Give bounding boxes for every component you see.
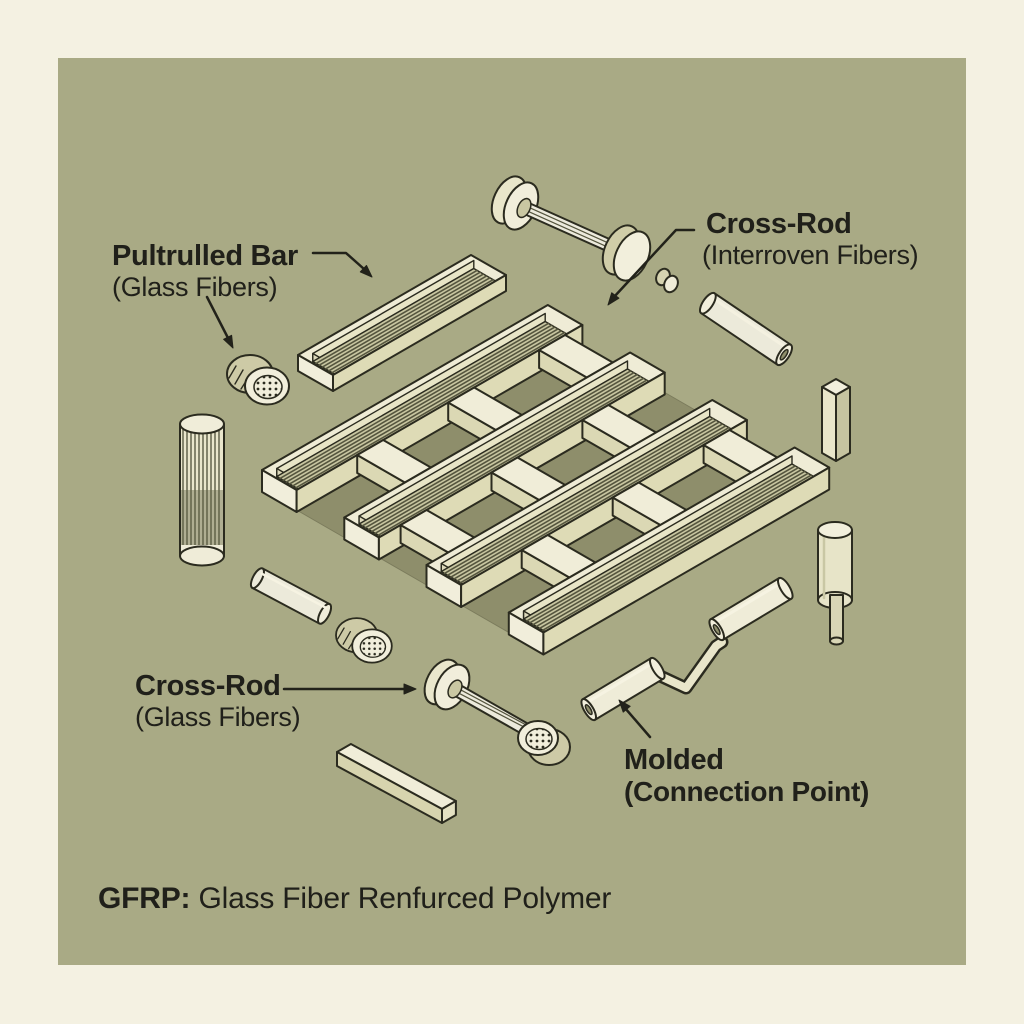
small-rod	[249, 567, 333, 625]
label-cross-rod-top: Cross-Rod (Interroven Fibers)	[702, 208, 919, 271]
fiber-disc-1	[226, 354, 290, 406]
label-molded: Molded (Connection Point)	[624, 744, 869, 808]
leader-arrow-pultruded-2	[205, 295, 234, 349]
label-cross-rod-bottom: Cross-Rod (Glass Fibers)	[135, 670, 301, 733]
fiber-disc-2	[335, 617, 393, 664]
pultruded-bar-standalone	[297, 254, 507, 392]
hollow-tube	[698, 291, 794, 367]
label-pultruded-bar-subtitle: (Glass Fibers)	[112, 272, 278, 303]
fiber-pellet	[655, 267, 679, 294]
label-cross-rod-top-title: Cross-Rod	[706, 208, 852, 240]
label-cross-rod-bottom-title: Cross-Rod	[135, 670, 281, 702]
label-cross-rod-top-subtitle: (Interroven Fibers)	[702, 240, 919, 271]
striped-fiber-cylinder	[179, 413, 225, 567]
label-molded-subtitle: (Connection Point)	[624, 776, 870, 808]
square-stud-vertical	[821, 378, 851, 462]
caption: GFRP: Glass Fiber Renfurced Polymer	[98, 882, 611, 916]
label-cross-rod-bottom-subtitle: (Glass Fibers)	[135, 702, 301, 733]
caption-abbr: GFRP:	[98, 882, 191, 915]
pin-cylinder	[817, 521, 853, 646]
molded-connector	[580, 576, 794, 722]
cross-rod-bottom-dumbbell	[423, 658, 571, 766]
cross-rod-top-dumbbell	[490, 175, 652, 282]
leader-arrow-pultruded	[311, 251, 373, 278]
leader-arrow-crossrod-bottom	[282, 683, 417, 695]
caption-text: Glass Fiber Renfurced Polymer	[190, 882, 612, 915]
square-bar-bottom	[336, 743, 457, 824]
leader-arrow-molded	[618, 699, 652, 739]
leader-arrow-interwoven	[607, 228, 696, 306]
label-pultruded-bar-title: Pultrulled Bar	[112, 240, 298, 272]
label-pultruded-bar: Pultrulled Bar (Glass Fibers)	[112, 240, 298, 303]
label-molded-title: Molded	[624, 744, 724, 776]
